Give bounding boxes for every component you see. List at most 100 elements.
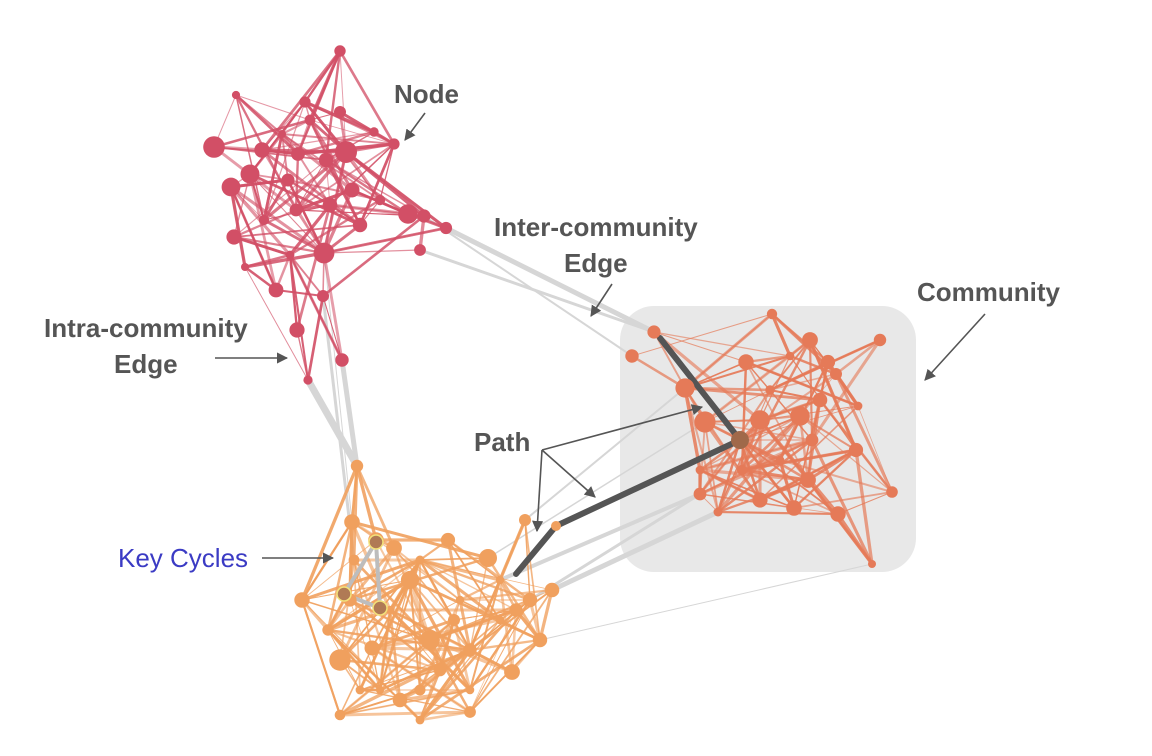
node-label: Node [394, 76, 459, 112]
node [386, 540, 402, 556]
node [805, 433, 819, 447]
node [291, 147, 305, 161]
node [388, 138, 400, 150]
node [647, 325, 661, 339]
node [766, 308, 778, 320]
key-cycles-label-text: Key Cycles [118, 543, 249, 573]
intra-community-edge [233, 173, 251, 238]
intra-community-edge [389, 608, 513, 674]
node [775, 455, 785, 465]
intra-edge-label-line2: Edge [114, 349, 178, 379]
intra-community-edge [323, 227, 447, 254]
inter-community-edge [304, 376, 361, 470]
intra-community-edge [339, 50, 347, 153]
intra-community-edge [419, 638, 541, 722]
path-edge [553, 437, 743, 529]
intra-community-edge [339, 689, 421, 716]
inter-community-edge [339, 357, 360, 469]
intra-community-edge [263, 101, 306, 221]
intra-community-edge [327, 559, 421, 631]
node [226, 229, 242, 245]
intra-community-edge [469, 599, 531, 713]
node [455, 595, 465, 605]
intra-community-edge [699, 458, 781, 496]
intra-community-edge [684, 386, 821, 402]
intra-community-edge [486, 557, 542, 641]
intra-community-edge [745, 361, 809, 481]
intra-community-edge [233, 235, 291, 257]
intra-community-edge [741, 469, 839, 515]
intra-community-edge [837, 491, 893, 515]
intra-community-edge [684, 313, 773, 389]
node [417, 209, 431, 223]
intra-community-edge [235, 94, 283, 135]
node [868, 560, 876, 568]
intra-community-edge [371, 618, 455, 650]
node [765, 385, 775, 395]
intra-community-edge [510, 609, 518, 673]
path-edge [657, 335, 743, 443]
intra-community-edge [468, 579, 502, 651]
intra-community-edge [419, 559, 455, 621]
node [433, 663, 447, 677]
intra-community-edge [235, 94, 265, 221]
node-label-text: Node [394, 79, 459, 109]
intra-community-edge [771, 313, 829, 363]
intra-community-edge [339, 648, 471, 717]
inter-community-edge [549, 509, 721, 593]
intra-community-edge [439, 599, 461, 671]
intra-community-edge [653, 331, 791, 357]
intra-community-edge [699, 419, 761, 495]
intra-community-edge [348, 547, 396, 601]
node [369, 127, 379, 137]
node [352, 217, 368, 233]
key-cycle-edge [374, 541, 382, 609]
node [802, 332, 818, 348]
intra-community-edge [339, 110, 395, 146]
intra-community-edge [704, 389, 771, 423]
key-cycle-node [372, 600, 388, 616]
intra-community-edge [287, 178, 381, 202]
node [285, 250, 295, 260]
intra-community-edge [459, 588, 553, 602]
intra-community-edge [740, 339, 812, 471]
node [736, 464, 748, 476]
intra-community-edge [769, 339, 811, 391]
intra-community-edge [419, 609, 517, 721]
intra-community-edge [459, 578, 501, 602]
intra-community-edge [429, 608, 517, 642]
node [790, 406, 810, 426]
node [415, 715, 425, 725]
node [350, 459, 364, 473]
intra-community-edge [304, 101, 395, 145]
node [221, 177, 241, 197]
node [303, 375, 313, 385]
intra-community-edge [469, 579, 501, 691]
intra-community-edge [349, 558, 421, 602]
intra-community-edge [419, 710, 471, 722]
intra-community-edge [699, 439, 813, 471]
node [334, 106, 346, 118]
intra-community-edge [806, 479, 874, 565]
node [318, 152, 334, 168]
node [440, 532, 456, 548]
path-arrow-2 [541, 449, 596, 498]
inter-community-edge-label: Inter-community Edge [494, 209, 698, 281]
intra-community-edge [653, 331, 747, 363]
intra-community-edge [233, 224, 361, 238]
intra-community-edge [300, 465, 359, 601]
node [258, 214, 270, 226]
path-hub-node [731, 431, 749, 449]
intra-community-edge [355, 465, 396, 549]
intra-community-edge [323, 249, 421, 254]
node [203, 136, 225, 158]
intra-community-edge [322, 252, 344, 361]
inter-community-edges [304, 215, 873, 641]
intra-community-edge [301, 558, 421, 602]
node [278, 130, 286, 138]
intra-community-edge [294, 153, 300, 211]
node [465, 685, 475, 695]
node [317, 290, 329, 302]
path-label-text: Path [474, 427, 531, 457]
inter-community-edge [418, 248, 656, 334]
